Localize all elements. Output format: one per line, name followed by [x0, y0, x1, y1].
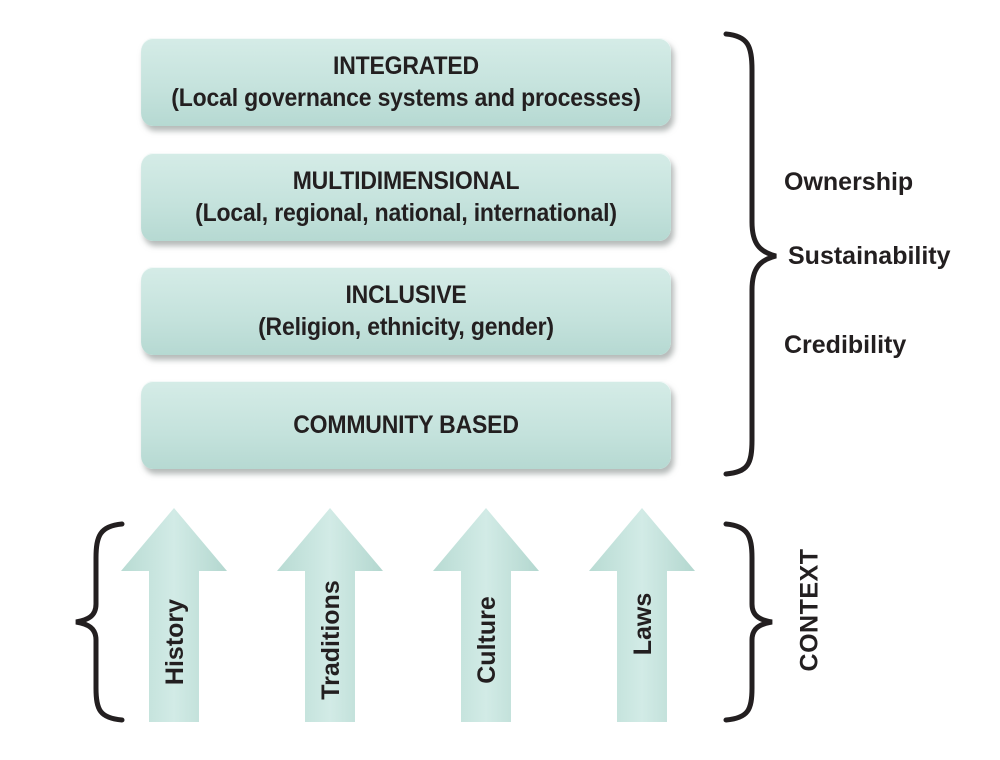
layer-subtitle: (Local, regional, national, internationa…: [195, 199, 617, 227]
outcome-credibility: Credibility: [784, 331, 907, 359]
layer-subtitle: (Local governance systems and processes): [171, 84, 641, 112]
context-left-brace: [75, 521, 125, 723]
arrow-history: History: [121, 508, 227, 722]
layer-title: INCLUSIVE: [345, 281, 467, 309]
layer-title: MULTIDIMENSIONAL: [292, 167, 520, 195]
layers-brace: [723, 31, 777, 477]
context-right-brace: [723, 521, 773, 723]
arrow-label-traditions: Traditions: [317, 580, 345, 699]
layer-title: INTEGRATED: [333, 52, 479, 80]
context-label: CONTEXT: [795, 548, 824, 672]
outcome-sustainability: Sustainability: [788, 242, 951, 270]
arrow-traditions: Traditions: [277, 508, 383, 722]
layer-integrated: INTEGRATED (Local governance systems and…: [141, 38, 671, 126]
arrow-label-history: History: [161, 599, 189, 685]
arrow-label-culture: Culture: [473, 596, 501, 684]
layer-title: COMMUNITY BASED: [293, 411, 519, 439]
layer-subtitle: (Religion, ethnicity, gender): [258, 313, 554, 341]
arrow-label-laws: Laws: [629, 593, 657, 656]
arrow-laws: Laws: [589, 508, 695, 722]
outcome-ownership: Ownership: [784, 168, 914, 196]
arrow-culture: Culture: [433, 508, 539, 722]
layer-inclusive: INCLUSIVE (Religion, ethnicity, gender): [141, 267, 671, 355]
layer-community-based: COMMUNITY BASED: [141, 381, 671, 469]
layer-multidimensional: MULTIDIMENSIONAL (Local, regional, natio…: [141, 153, 671, 241]
